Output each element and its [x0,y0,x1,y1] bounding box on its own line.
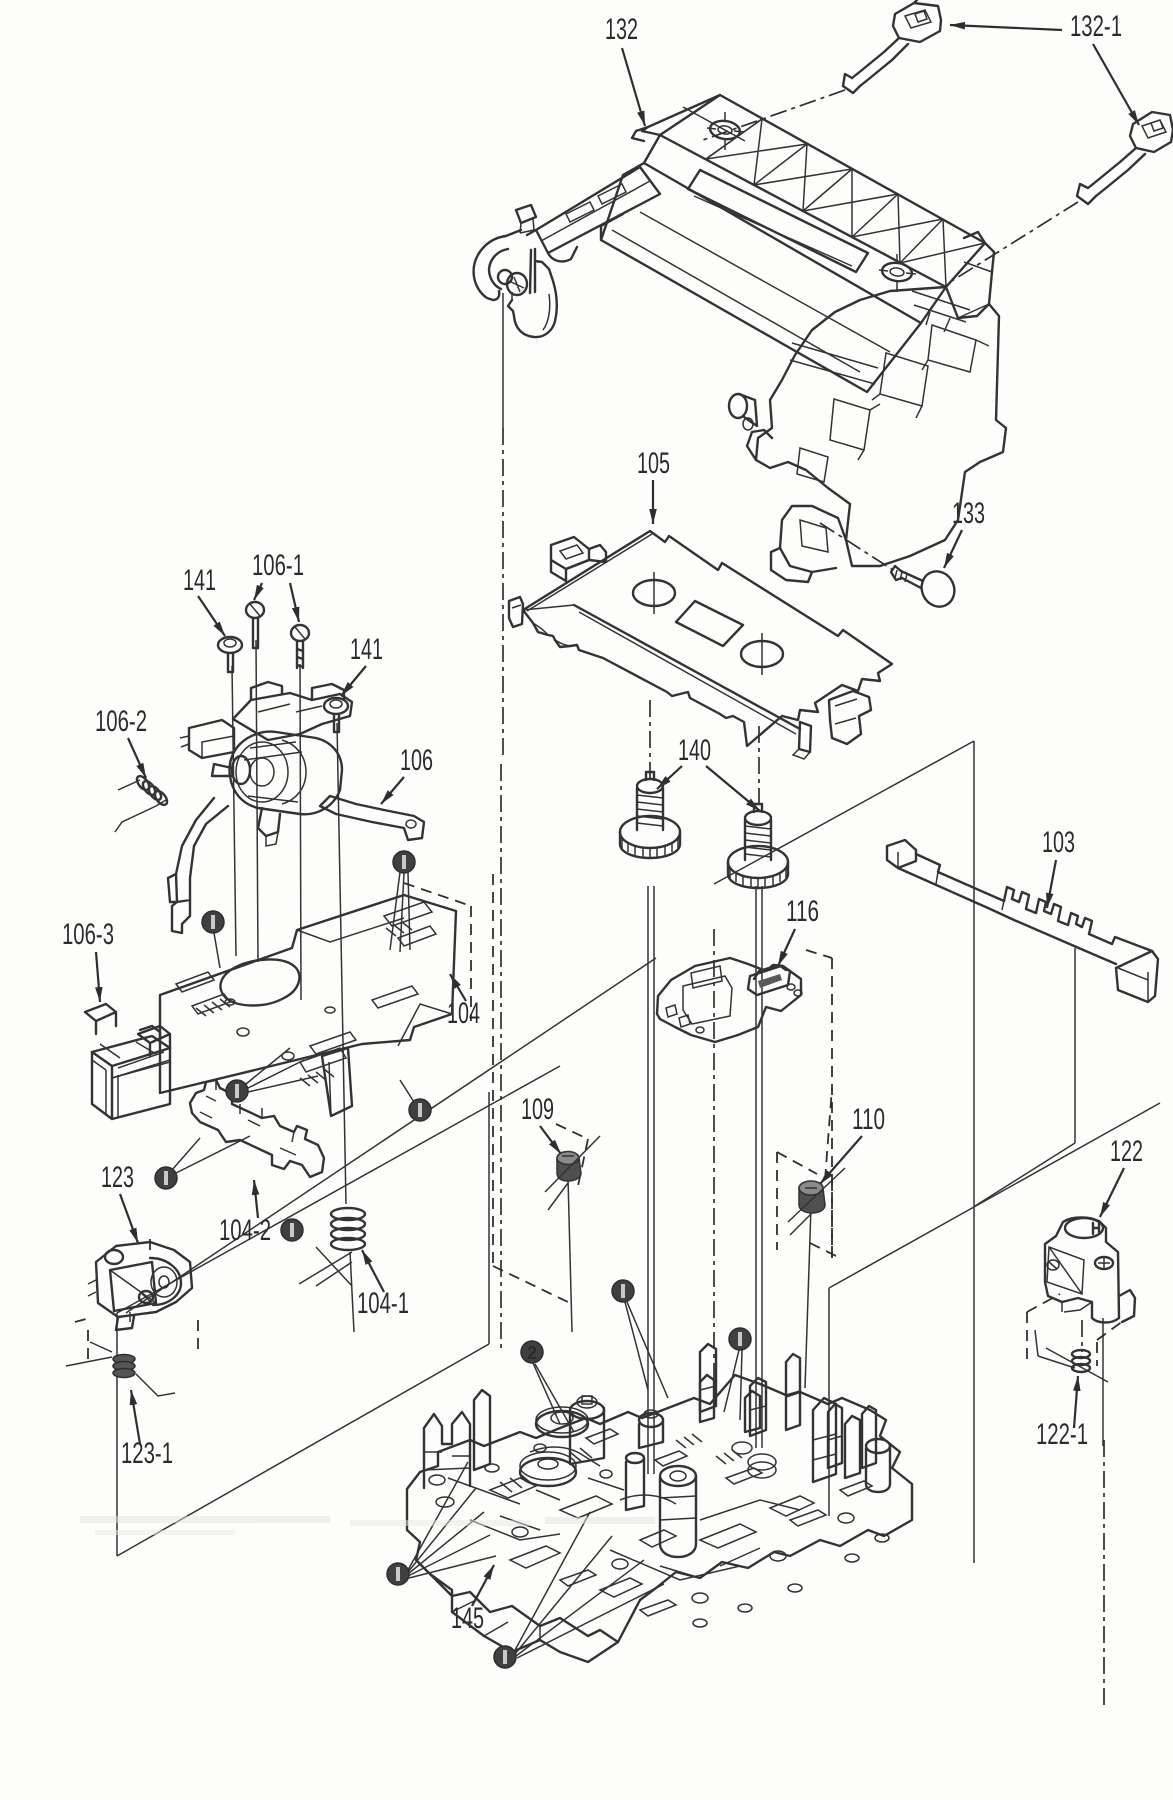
svg-text:122-1: 122-1 [1036,1418,1088,1451]
svg-text:106-3: 106-3 [62,918,114,951]
svg-text:109: 109 [521,1093,554,1126]
svg-text:123: 123 [101,1161,134,1194]
svg-text:103: 103 [1042,826,1075,859]
svg-text:122: 122 [1110,1135,1143,1168]
svg-text:140: 140 [678,734,711,767]
svg-text:132-1: 132-1 [1070,10,1122,43]
svg-text:141: 141 [183,564,216,597]
svg-text:106-1: 106-1 [252,549,304,582]
svg-text:116: 116 [786,895,819,928]
svg-text:141: 141 [350,633,383,666]
svg-text:133: 133 [952,497,985,530]
svg-text:104-2: 104-2 [219,1214,271,1247]
svg-text:104-1: 104-1 [357,1287,409,1320]
svg-text:106: 106 [400,744,433,777]
svg-text:123-1: 123-1 [121,1437,173,1470]
svg-text:106-2: 106-2 [95,705,147,738]
svg-text:145: 145 [451,1602,484,1635]
svg-text:132: 132 [605,13,638,46]
svg-text:110: 110 [852,1103,885,1136]
svg-text:2: 2 [527,1343,537,1363]
svg-text:105: 105 [637,447,670,480]
